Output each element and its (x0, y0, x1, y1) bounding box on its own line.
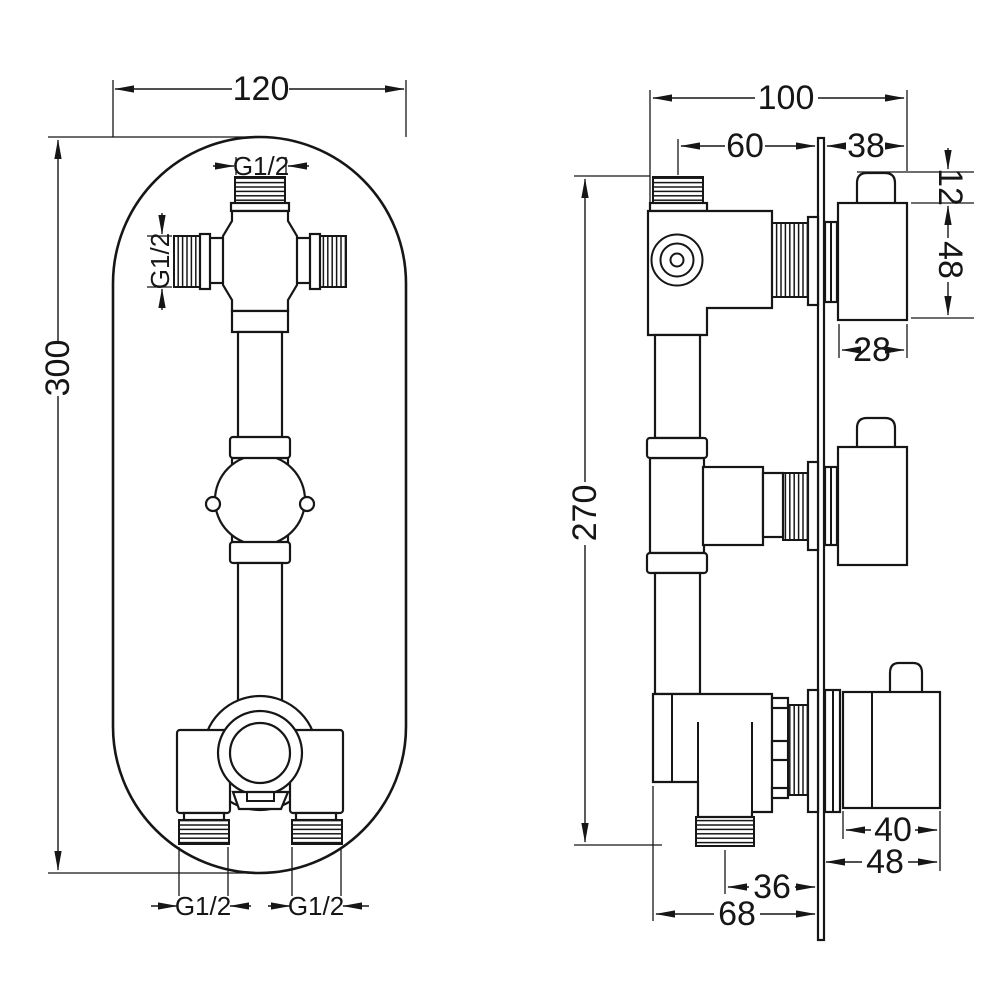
dim-height-300: 300 (39, 136, 262, 874)
side-port-outer (650, 233, 704, 287)
side-top-stub-nut (806, 215, 820, 307)
dim-offset-12: 12 (857, 148, 974, 206)
side-bottom-clip-bottom (770, 786, 790, 800)
middle-valve (204, 435, 316, 565)
side-top-body (646, 209, 774, 337)
dim-bottom-right-thread: G1/2 (268, 847, 369, 921)
dim-label-g12-top: G1/2 (233, 151, 289, 181)
bottom-left-neck (182, 811, 226, 822)
lower-pipe (236, 561, 284, 705)
side-top-valve (646, 171, 909, 440)
bottom-valve (175, 694, 345, 845)
side-middle-stub (761, 471, 785, 539)
dim-bottom-handle-40: 40 (842, 811, 941, 871)
side-upper-pipe (653, 333, 702, 440)
middle-knob (213, 453, 307, 547)
front-view: 120 300 G1/2 G1/2 G1/2 (39, 70, 408, 921)
dim-label-60: 60 (726, 127, 764, 165)
side-lower-pipe (653, 571, 702, 696)
side-middle-extension (701, 465, 765, 547)
side-port-center (669, 252, 685, 268)
dim-label-300: 300 (39, 340, 77, 397)
dim-label-120: 120 (233, 70, 290, 108)
dim-label-28: 28 (853, 331, 891, 369)
top-inlet-thread (234, 176, 286, 204)
left-arm (207, 236, 226, 285)
bottom-bracket-notch (246, 792, 275, 802)
middle-knob-right-notch (298, 495, 316, 513)
dim-label-g12-left: G1/2 (145, 233, 175, 289)
side-top-handle-stub (855, 171, 897, 210)
side-bottom-handle-stub (888, 661, 924, 699)
side-middle-body (648, 456, 706, 555)
right-arm (294, 236, 313, 285)
dim-outlet-36: 36 (724, 850, 816, 906)
left-inlet-thread (173, 235, 201, 288)
cross-collar (230, 309, 290, 334)
side-middle-lower-flange (645, 551, 709, 575)
dim-handle-38: 38 (826, 127, 905, 165)
dim-label-100: 100 (758, 79, 815, 117)
side-view: 100 60 38 12 48 (566, 79, 974, 942)
side-top-inlet-thread (652, 176, 704, 204)
cross-fitting (173, 176, 347, 334)
side-middle-stub-nut (806, 460, 820, 552)
side-port-middle (659, 242, 695, 278)
dim-top-thread: G1/2 (213, 151, 309, 181)
bottom-right-outlet-thread (291, 819, 343, 845)
dim-label-270: 270 (566, 485, 604, 542)
dim-width-120: 120 (112, 70, 407, 137)
dim-label-48-bottom: 48 (866, 843, 904, 881)
middle-knob-left-notch (204, 495, 222, 513)
top-inlet-flange (229, 201, 291, 213)
side-outlet-thread (695, 816, 755, 847)
dim-label-g12-bottom-right: G1/2 (288, 891, 344, 921)
dim-handle-height-48: 48 (911, 202, 974, 319)
dim-left-thread: G1/2 (145, 213, 175, 310)
dim-label-12: 12 (931, 168, 969, 206)
side-middle-stub-thread (782, 472, 811, 541)
dim-handle-width-28: 28 (838, 324, 908, 369)
right-inlet-thread (319, 235, 347, 288)
dim-depth-100: 100 (649, 79, 908, 205)
side-top-handle (836, 201, 909, 322)
dim-body-60: 60 (677, 127, 816, 175)
bottom-knob-inner (228, 721, 292, 785)
upper-pipe (236, 330, 284, 440)
dim-bottom-handle-48: 48 (825, 843, 938, 881)
side-bottom-body (651, 692, 774, 819)
side-middle-handle (836, 445, 909, 567)
dim-label-48-top: 48 (931, 241, 969, 279)
side-bottom-handle (841, 690, 942, 810)
side-middle-handle-stub (855, 416, 897, 454)
bottom-right-neck (294, 811, 338, 822)
side-bottom-stub-nut (806, 688, 820, 814)
dim-height-270: 270 (566, 175, 662, 846)
cross-body (221, 209, 299, 313)
side-middle-upper-flange (645, 436, 709, 460)
side-bottom-stub-thread (787, 704, 809, 796)
dim-label-g12-bottom-left: G1/2 (175, 891, 231, 921)
side-top-stub-thread (771, 222, 810, 298)
dim-label-36: 36 (753, 868, 791, 906)
dim-body-68: 68 (652, 786, 816, 933)
side-bottom-valve (651, 661, 942, 847)
left-arm-flange (198, 232, 212, 291)
dim-label-40: 40 (874, 811, 912, 849)
right-arm-flange (308, 232, 322, 291)
dim-label-38: 38 (847, 127, 885, 165)
side-bottom-clip-top (770, 696, 790, 710)
side-middle-valve (645, 416, 909, 696)
side-bottom-clip-middle (770, 739, 790, 762)
dim-bottom-left-thread: G1/2 (151, 847, 251, 921)
side-top-inlet-flange (648, 201, 709, 213)
bottom-left-outlet-thread (178, 819, 230, 845)
middle-upper-flange (228, 435, 292, 460)
middle-lower-flange (228, 540, 292, 565)
dim-label-68: 68 (718, 895, 756, 933)
